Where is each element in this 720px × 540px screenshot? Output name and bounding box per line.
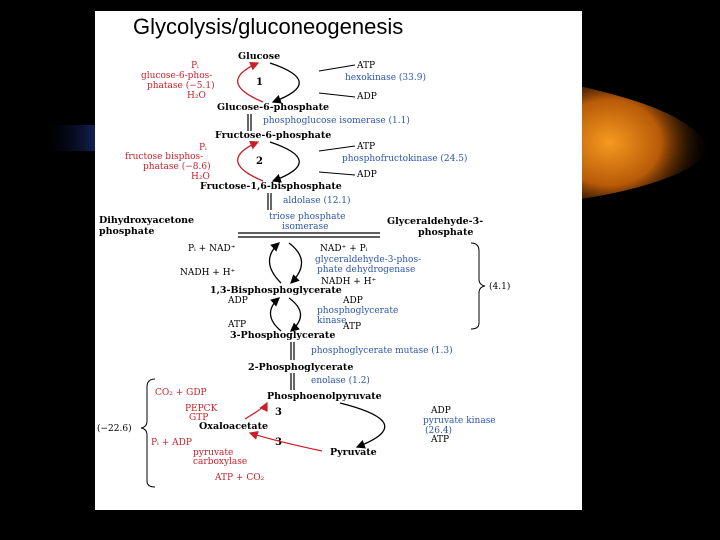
line-adp-2: [318, 171, 356, 176]
cof-atp-3: ATP: [342, 322, 361, 332]
line-atp-1: [318, 64, 356, 72]
cof-atp-2: ATP: [356, 142, 375, 152]
arc-hexokinase: [269, 62, 300, 104]
gn-pi-adp: Pᵢ + ADP: [151, 438, 192, 448]
met-dhap-1: Dihydroxyacetone: [99, 215, 194, 226]
arc-pyruvate-kinase: [339, 402, 386, 449]
arc-gapdh-rev: [268, 242, 282, 284]
arc-pgk-rev: [269, 297, 282, 332]
met-f16bp: Fructose-1,6-bisphosphate: [200, 181, 342, 192]
gn-g6pase-2: phatase (−5.1): [147, 80, 215, 91]
arc-pepck: [244, 401, 268, 420]
gn-g6pase-1: glucose-6-phos-: [141, 71, 212, 81]
eq-arrow-pgi: [247, 114, 252, 131]
gn-h2o-2: H₂O: [191, 172, 210, 182]
arc-gapdh-fwd: [288, 242, 303, 284]
cof-adp-3: ADP: [342, 296, 363, 306]
gn-pi-1: Pᵢ: [191, 61, 199, 71]
eq-arrow-enolase: [290, 373, 295, 390]
cof-adp-1: ADP: [356, 92, 377, 102]
met-dhap-2: phosphate: [99, 226, 154, 237]
line-atp-2: [318, 145, 356, 152]
arc-fbpase: [237, 140, 264, 182]
met-g6p: Glucose-6-phosphate: [217, 102, 329, 113]
eq-arrow-tpi: [238, 232, 380, 238]
step-3a: 3: [275, 407, 282, 418]
enz-pgk-2: kinase: [317, 316, 346, 326]
cof-adp-pk: ADP: [430, 406, 451, 416]
met-gap-1: Glyceraldehyde-3-: [387, 216, 483, 227]
gn-atp-co2: ATP + CO₂: [214, 473, 265, 483]
met-oaa: Oxaloacetate: [199, 421, 268, 432]
arc-pyruvate-carboxylase: [248, 431, 323, 452]
enz-pk-2: (26.4): [425, 425, 452, 436]
enz-gapdh-1: glyceraldehyde-3-phos-: [315, 255, 421, 265]
gn-pepck: PEPCK: [185, 404, 218, 414]
gn-fbpase-2: phatase (−8.6): [143, 161, 211, 172]
enz-pgk-1: phosphoglycerate: [317, 306, 398, 316]
cof-atp-left: ATP: [227, 320, 246, 330]
enz-gapdh-2: phate dehydrogenase: [317, 265, 415, 275]
gn-pi-2: Pᵢ: [199, 143, 207, 153]
gn-co2-gdp: CO₂ + GDP: [155, 388, 207, 398]
eq-arrow-aldolase: [267, 193, 272, 210]
cof-nadh-right: NADH + H⁺: [321, 277, 377, 287]
arc-pgk-fwd: [288, 297, 302, 332]
energy-lower-glycolysis: (4.1): [489, 281, 510, 292]
orange-flare-right: [575, 85, 712, 200]
arc-g6pase: [237, 61, 264, 103]
energy-pep-bracket: (−22.6): [97, 423, 132, 434]
cof-nad-left: Pᵢ + NAD⁺: [188, 244, 236, 254]
enz-pgi: phosphoglucose isomerase (1.1): [263, 115, 410, 126]
met-bpg: 1,3-Bisphosphoglycerate: [210, 285, 342, 296]
met-pg3: 3-Phosphoglycerate: [230, 330, 335, 341]
diagram-title: Glycolysis/gluconeogenesis: [133, 14, 403, 39]
met-f6p: Fructose-6-phosphate: [215, 130, 331, 141]
cof-atp-pk: ATP: [430, 435, 449, 445]
enz-tpi-2: isomerase: [282, 222, 328, 232]
enz-pfk: phosphofructokinase (24.5): [342, 153, 467, 164]
step-1: 1: [256, 77, 263, 88]
enz-tpi-1: triose phosphate: [269, 212, 345, 222]
enz-enolase: enolase (1.2): [311, 375, 370, 386]
bracket-pep: [140, 378, 156, 488]
met-pyruvate: Pyruvate: [330, 447, 377, 458]
cof-atp-1: ATP: [356, 61, 375, 71]
cof-nad-right: NAD⁺ + Pᵢ: [320, 244, 368, 254]
enz-aldolase: aldolase (12.1): [283, 195, 351, 206]
gn-fbpase-1: fructose bisphos-: [125, 152, 203, 162]
cof-adp-left: ADP: [227, 296, 248, 306]
gn-pc-2: carboxylase: [193, 457, 247, 467]
gn-h2o-1: H₂O: [187, 91, 206, 101]
glycolysis-diagram: Glycolysis/gluconeogenesis Glucose Gluco…: [97, 14, 510, 488]
diagram-panel: Glycolysis/gluconeogenesis Glucose Gluco…: [95, 11, 582, 510]
cof-nadh-left: NADH + H⁺: [180, 268, 236, 278]
gn-gtp: GTP: [189, 413, 208, 423]
blue-beam-left: [40, 125, 100, 151]
enz-hexokinase: hexokinase (33.9): [345, 72, 426, 83]
line-adp-1: [318, 92, 356, 98]
met-pg2: 2-Phosphoglycerate: [248, 362, 353, 373]
step-3b: 3: [275, 437, 282, 448]
met-glucose: Glucose: [238, 51, 280, 62]
enz-pk-1: pyruvate kinase: [423, 416, 496, 426]
eq-arrow-pgm: [290, 342, 295, 360]
met-gap-2: phosphate: [418, 227, 473, 238]
gn-pc-1: pyruvate: [193, 448, 233, 458]
enz-pgm: phosphoglycerate mutase (1.3): [311, 345, 453, 356]
met-pep: Phosphoenolpyruvate: [267, 391, 382, 402]
bracket-lower-glycolysis: [470, 242, 486, 330]
step-2: 2: [256, 156, 263, 167]
cof-adp-2: ADP: [356, 170, 377, 180]
arc-pfk: [269, 141, 300, 183]
